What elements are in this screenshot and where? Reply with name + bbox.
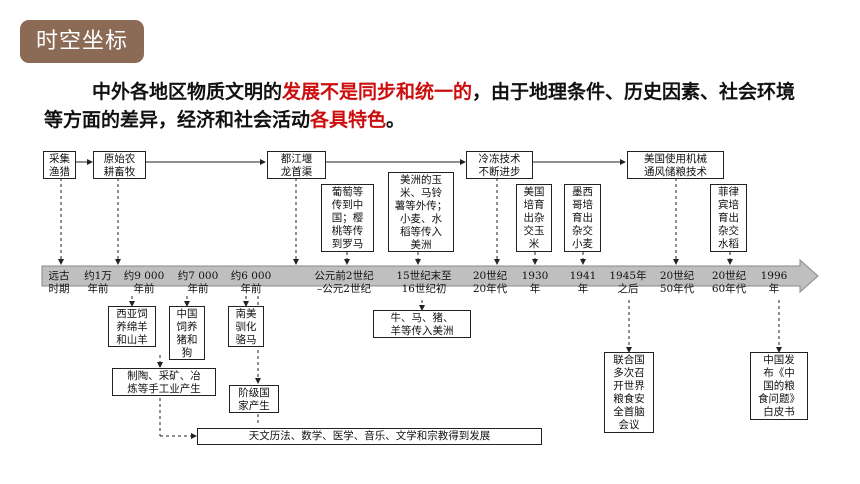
timeline-label: 远古 时期 xyxy=(48,270,70,295)
event-pottery-mining: 制陶、采矿、冶 炼等手工业产生 xyxy=(112,368,216,396)
event-us-hybrid-corn: 美国 培育 出杂 交玉 米 xyxy=(516,184,552,252)
event-us-machinery: 美国使用机械 通风储粮技术 xyxy=(627,151,724,179)
timeline-label: 约1万 年前 xyxy=(84,270,112,295)
timeline-label: 约7 000 年前 xyxy=(177,270,219,295)
intro-text-3: 。 xyxy=(386,109,406,131)
event-sciences: 天文历法、数学、医学、音乐、文学和宗教得到发展 xyxy=(197,428,542,445)
event-china-pigs: 中国 饲养 猪和 狗 xyxy=(169,306,205,360)
timeline-label: 1945年 之后 xyxy=(609,270,647,295)
intro-highlight-2: 各具特色 xyxy=(310,109,387,131)
event-grapes: 葡萄等 传到中 国；樱 桃等传 到罗马 xyxy=(321,184,374,252)
timeline-label: 公元前2世纪 –公元2世纪 xyxy=(314,270,374,295)
event-philippines-rice: 菲律 宾培 育出 杂交 水稻 xyxy=(710,184,747,252)
timeline-arrow xyxy=(41,258,819,294)
section-tag: 时空坐标 xyxy=(20,20,144,63)
timeline-label: 约9 000 年前 xyxy=(123,270,165,295)
timeline-label: 1930 年 xyxy=(521,270,549,295)
event-china-white-paper: 中国发 布《中 国的粮 食问题》 白皮书 xyxy=(750,352,808,420)
timeline-label: 约6 000 年前 xyxy=(230,270,272,295)
timeline-label: 20世纪 50年代 xyxy=(659,270,695,295)
event-cattle-horses: 牛、马、猪、 羊等传入美洲 xyxy=(373,310,471,338)
intro-paragraph: 中外各地区物质文明的发展不是同步和统一的，由于地理条件、历史因素、社会环境等方面… xyxy=(44,78,804,134)
timeline-label: 1941 年 xyxy=(569,270,597,295)
timeline-label: 20世纪 20年代 xyxy=(472,270,508,295)
timeline-label: 1996 年 xyxy=(760,270,788,295)
event-cold-storage: 冷冻技术 不断进步 xyxy=(466,151,533,179)
event-south-america-llama: 南美 驯化 骆马 xyxy=(228,306,264,347)
event-primitive-farming: 原始农 耕畜牧 xyxy=(93,151,146,179)
timeline-label: 20世纪 60年代 xyxy=(711,270,747,295)
intro-highlight-1: 发展不是同步和统一的 xyxy=(282,81,473,103)
timeline-label: 15世纪末至 16世纪初 xyxy=(396,270,452,295)
event-mexico-wheat: 墨西 哥培 育出 杂交 小麦 xyxy=(564,184,601,252)
event-class-state: 阶级国 家产生 xyxy=(229,385,279,413)
event-gathering-hunting: 采集 渔猎 xyxy=(43,151,76,179)
intro-text-1: 中外各地区物质文明的 xyxy=(92,81,283,103)
intro-text-2: ，由于地理条件、历史因素、社会环境等方面的差异，经济和社会活动 xyxy=(44,81,796,131)
event-west-asia-sheep: 西亚饲 养绵羊 和山羊 xyxy=(108,306,156,347)
event-american-crops: 美洲的玉 米、马铃 薯等外传； 小麦、水 稻等传入 美洲 xyxy=(388,172,454,252)
event-un-food-summit: 联合国 多次召 开世界 粮食安 全首脑 会议 xyxy=(604,352,654,433)
event-dujiangyan: 都江堰 龙首渠 xyxy=(267,151,326,179)
